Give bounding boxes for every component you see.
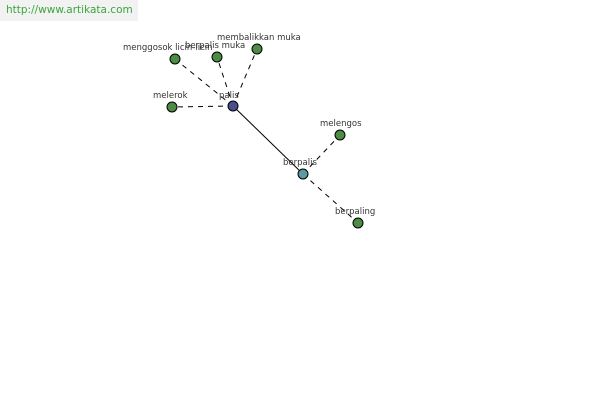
node-label-berpaling: berpaling bbox=[335, 207, 375, 217]
node-berpalis-muka[interactable] bbox=[211, 51, 223, 63]
node-label-membalikkan-muka: membalikkan muka bbox=[217, 33, 301, 43]
graph-edges bbox=[171, 48, 359, 224]
edge-palis-berpalis bbox=[232, 105, 304, 175]
edge-palis-menggosok bbox=[174, 58, 234, 107]
node-melerok[interactable] bbox=[166, 101, 178, 113]
node-label-menggosok: menggosok licin-licin bbox=[123, 43, 213, 53]
node-membalikkan-muka[interactable] bbox=[251, 43, 263, 55]
node-label-melengos: melengos bbox=[320, 119, 362, 129]
edge-palis-membalikkan-muka bbox=[232, 48, 258, 107]
graph-nodes bbox=[166, 43, 364, 229]
node-berpalis[interactable] bbox=[297, 168, 309, 180]
node-label-palis: palis bbox=[219, 91, 239, 101]
edge-berpalis-melengos bbox=[302, 134, 341, 175]
edge-palis-berpalis-muka bbox=[216, 56, 234, 107]
edge-palis-melerok bbox=[171, 105, 234, 108]
node-label-berpalis-muka: berpalis muka bbox=[185, 41, 245, 51]
node-melengos[interactable] bbox=[334, 129, 346, 141]
node-berpaling[interactable] bbox=[352, 217, 364, 229]
node-label-berpalis: berpalis bbox=[283, 158, 317, 168]
node-label-melerok: melerok bbox=[153, 91, 188, 101]
watermark-url: http://www.artikata.com bbox=[0, 0, 138, 21]
node-menggosok[interactable] bbox=[169, 53, 181, 65]
node-palis[interactable] bbox=[227, 100, 239, 112]
edge-berpalis-berpaling bbox=[302, 173, 359, 224]
